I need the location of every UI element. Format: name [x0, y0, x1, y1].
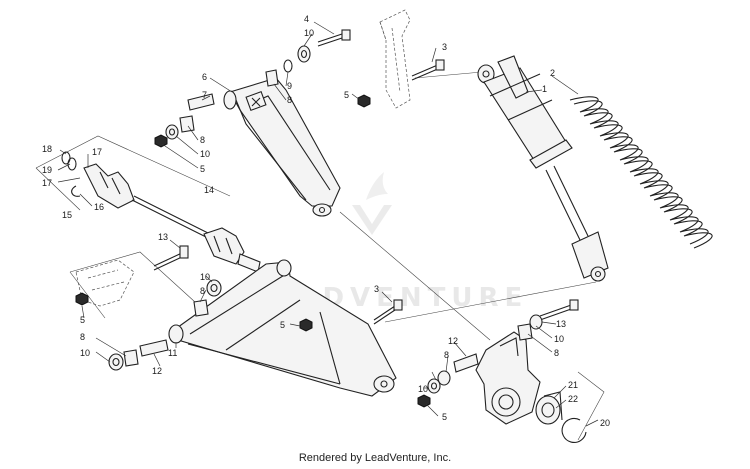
lower-a-arm — [168, 259, 397, 397]
callout-16: 16 — [94, 202, 104, 212]
callout-10: 10 — [418, 384, 428, 394]
callout-12: 12 — [152, 366, 162, 376]
callout-labels: 4 10 3 5 6 9 8 7 8 10 5 2 1 18 19 17 17 … — [42, 14, 610, 428]
callout-17: 17 — [42, 178, 52, 188]
callout-11: 11 — [168, 348, 177, 358]
callout-19: 19 — [42, 165, 52, 175]
callout-18: 18 — [42, 144, 52, 154]
callout-13: 13 — [158, 232, 168, 242]
shock-absorber — [477, 55, 609, 282]
callout-8: 8 — [200, 286, 205, 296]
lower-arm-hardware — [75, 245, 403, 371]
callout-8: 8 — [444, 350, 449, 360]
callout-8: 8 — [287, 95, 292, 105]
callout-10: 10 — [554, 334, 564, 344]
callout-1: 1 — [542, 84, 547, 94]
steering-knuckle — [417, 299, 587, 443]
coil-spring — [569, 96, 713, 249]
callout-8: 8 — [80, 332, 85, 342]
callout-5: 5 — [442, 412, 447, 422]
callout-22: 22 — [568, 394, 578, 404]
frame-bracket-lower — [75, 259, 135, 307]
callout-leaders — [57, 21, 599, 427]
callout-4: 4 — [304, 14, 309, 24]
callout-5: 5 — [200, 164, 205, 174]
callout-10: 10 — [304, 28, 314, 38]
callout-5: 5 — [80, 315, 85, 325]
callout-5: 5 — [344, 90, 349, 100]
upper-a-arm — [223, 77, 341, 217]
callout-10: 10 — [80, 348, 90, 358]
callout-5: 5 — [280, 320, 285, 330]
callout-17: 17 — [92, 147, 102, 157]
callout-9: 9 — [287, 81, 292, 91]
callout-15: 15 — [62, 210, 72, 220]
callout-3: 3 — [374, 284, 379, 294]
callout-20: 20 — [600, 418, 610, 428]
callout-14: 14 — [204, 185, 214, 195]
callout-10: 10 — [200, 272, 210, 282]
callout-6: 6 — [202, 72, 207, 82]
callout-13: 13 — [556, 319, 566, 329]
callout-3: 3 — [442, 42, 447, 52]
callout-12: 12 — [448, 336, 458, 346]
callout-2: 2 — [550, 68, 555, 78]
drive-axle — [61, 151, 261, 273]
upper-arm-hardware — [154, 29, 445, 148]
callout-21: 21 — [568, 380, 578, 390]
callout-8: 8 — [554, 348, 559, 358]
callout-10: 10 — [200, 149, 210, 159]
callout-8: 8 — [200, 135, 205, 145]
footer-credit: Rendered by LeadVenture, Inc. — [298, 452, 452, 464]
frame-bracket-upper — [379, 9, 411, 109]
callout-7: 7 — [202, 90, 207, 100]
